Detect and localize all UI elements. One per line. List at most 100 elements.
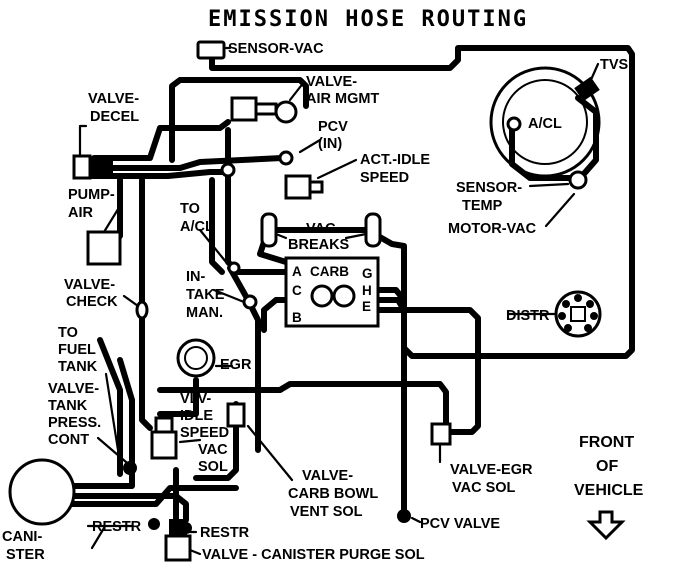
label-motor-vac: MOTOR-VAC bbox=[448, 221, 537, 237]
distributor-terminals bbox=[558, 294, 598, 332]
air-cleaner-inner bbox=[502, 79, 588, 165]
restrictor-1 bbox=[148, 518, 160, 530]
label-front-3: VEHICLE bbox=[574, 482, 644, 499]
carb-barrel-left bbox=[310, 284, 334, 308]
labels: SENSOR-VAC TVS VALVE- DECEL VALVE- AIR M… bbox=[2, 41, 644, 563]
tvs-part bbox=[574, 76, 600, 102]
label-act-idle-1: ACT.-IDLE bbox=[360, 152, 430, 168]
label-pump-air-2: AIR bbox=[68, 205, 94, 221]
hose-acl-snorkel bbox=[509, 121, 577, 181]
pump-air-part bbox=[86, 230, 122, 266]
decel-valve-body bbox=[72, 154, 92, 180]
pcv-in-port bbox=[278, 150, 294, 166]
diagram-title: EMISSION HOSE ROUTING bbox=[208, 7, 528, 32]
hose-to-acl-b bbox=[209, 177, 225, 275]
label-restr-2: RESTR bbox=[200, 525, 250, 541]
label-carb: CARB bbox=[310, 264, 349, 279]
label-canister-1: CANI- bbox=[2, 529, 42, 545]
down-arrow-icon bbox=[586, 510, 626, 541]
label-intake-man-2: TAKE bbox=[186, 287, 225, 303]
label-vlv-idle-5: SOL bbox=[198, 459, 228, 475]
label-vac-breaks-2: BREAKS bbox=[288, 237, 350, 253]
hose-upper-manifold bbox=[169, 77, 309, 163]
pcv-tee bbox=[220, 162, 236, 178]
label-valve-tank-2: TANK bbox=[48, 398, 88, 414]
label-pcv-in-2: (IN) bbox=[318, 136, 342, 152]
hose-tvs-link bbox=[575, 95, 599, 179]
decel-valve-core bbox=[89, 157, 113, 177]
label-valve-decel-2: DECEL bbox=[90, 109, 139, 125]
to-acl-port bbox=[227, 261, 241, 275]
idle-speed-vac-sol-top bbox=[154, 416, 174, 434]
label-to-acl-2: A/CL bbox=[180, 219, 214, 235]
hose-canister-top bbox=[61, 357, 135, 489]
label-valve-decel-1: VALVE- bbox=[88, 91, 139, 107]
components bbox=[8, 40, 626, 562]
label-valve-check-1: VALVE- bbox=[64, 277, 115, 293]
label-restr-1: RESTR bbox=[92, 519, 142, 535]
hose-check-column bbox=[139, 177, 153, 431]
hose-lower-run-2 bbox=[261, 297, 293, 333]
hose-lower-run-1 bbox=[157, 381, 449, 433]
label-canister-purge-sol: VALVE - CANISTER PURGE SOL bbox=[202, 547, 425, 563]
label-vlv-idle-3: SPEED bbox=[180, 425, 229, 441]
hose-canister-mid bbox=[61, 493, 189, 523]
hose-to-acl bbox=[225, 127, 289, 275]
hose-canister-fuel bbox=[97, 337, 123, 477]
label-tvs: TVS bbox=[600, 57, 629, 73]
label-valve-check-2: CHECK bbox=[66, 294, 118, 310]
label-egr: EGR bbox=[220, 357, 252, 373]
canister-part bbox=[8, 458, 76, 526]
label-carb-bowl-3: VENT SOL bbox=[290, 504, 363, 520]
label-sensor-vac: SENSOR-VAC bbox=[228, 41, 324, 57]
distributor-center bbox=[570, 306, 586, 322]
sensor-vac-part bbox=[196, 40, 226, 60]
egr-valve-inner bbox=[184, 346, 208, 370]
label-to-fuel-tank-1: TO bbox=[58, 325, 78, 341]
label-to-fuel-tank-2: FUEL bbox=[58, 342, 96, 358]
hose-intake-man bbox=[227, 265, 261, 453]
carb-barrel-right bbox=[332, 284, 356, 308]
egr-vac-sol-part bbox=[430, 422, 452, 446]
label-carb-port-b: B bbox=[292, 310, 302, 325]
label-valve-tank-4: CONT bbox=[48, 432, 89, 448]
label-vlv-idle-2: IDLE bbox=[180, 408, 213, 424]
label-to-acl-1: TO bbox=[180, 201, 200, 217]
label-carb-bowl-1: VALVE- bbox=[302, 468, 353, 484]
label-acl-air: A/CL bbox=[528, 116, 562, 132]
acl-port bbox=[506, 116, 522, 132]
pcv-valve-part bbox=[397, 509, 411, 523]
vac-break-left bbox=[260, 212, 278, 248]
canister-purge-sol-part bbox=[164, 534, 192, 562]
idle-speed-vac-sol bbox=[150, 430, 178, 460]
hose-carb-egr-sol bbox=[375, 307, 481, 435]
label-valve-egr-2: VAC SOL bbox=[452, 480, 516, 496]
label-valve-air-mgmt-1: VALVE- bbox=[306, 74, 357, 90]
label-valve-tank-3: PRESS. bbox=[48, 415, 101, 431]
hose-decel-lower bbox=[85, 169, 231, 179]
sensor-temp-part bbox=[568, 170, 588, 190]
label-sensor-temp-2: TEMP bbox=[462, 198, 503, 214]
label-pcv-valve: PCV VALVE bbox=[420, 516, 500, 532]
label-canister-2: STER bbox=[6, 547, 45, 563]
air-mgmt-cap bbox=[274, 100, 298, 124]
label-front-2: OF bbox=[596, 458, 618, 475]
label-act-idle-2: SPEED bbox=[360, 170, 409, 186]
air-mgmt-stem bbox=[254, 102, 278, 116]
label-valve-tank-1: VALVE- bbox=[48, 381, 99, 397]
label-vlv-idle-1: VLV- bbox=[180, 391, 211, 407]
leader-lines bbox=[78, 46, 600, 556]
intake-man-port bbox=[242, 294, 258, 310]
label-sensor-temp-1: SENSOR- bbox=[456, 180, 522, 196]
label-vlv-idle-4: VAC bbox=[198, 442, 228, 458]
label-pcv-in-1: PCV bbox=[318, 119, 348, 135]
label-carb-port-a: A bbox=[292, 264, 302, 279]
canister-purge-sol-top bbox=[169, 519, 187, 537]
label-pump-air-1: PUMP- bbox=[68, 187, 115, 203]
label-carb-bowl-2: CARB BOWL bbox=[288, 486, 378, 502]
vac-break-right bbox=[364, 212, 382, 248]
hose-carb-pcv bbox=[375, 297, 407, 517]
label-intake-man-3: MAN. bbox=[186, 305, 223, 321]
label-valve-egr-1: VALVE-EGR bbox=[450, 462, 533, 478]
